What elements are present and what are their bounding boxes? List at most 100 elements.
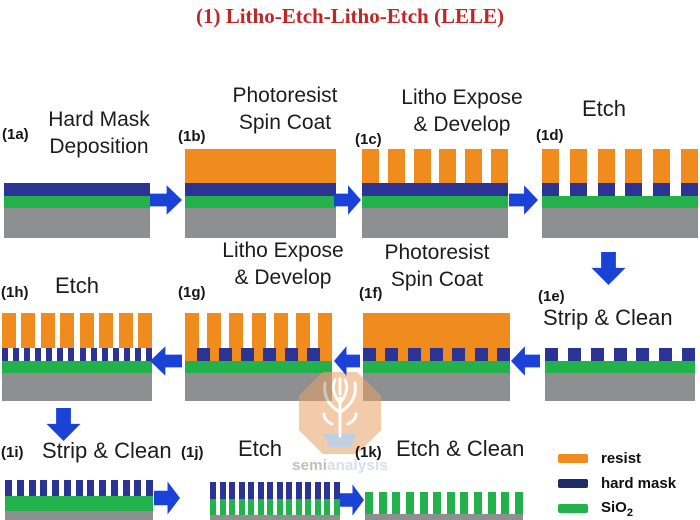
sio2-layer — [4, 196, 150, 208]
watermark-logo-icon — [299, 372, 381, 454]
resist-line — [491, 149, 508, 183]
hard-mask-line — [110, 480, 118, 496]
hard-mask-line — [16, 480, 24, 496]
sio2-pillar — [267, 499, 274, 515]
sio2-pillar — [419, 492, 428, 514]
substrate-layer — [4, 208, 150, 238]
sio2-pillar — [501, 492, 510, 514]
hard-mask-line — [307, 348, 321, 361]
resist-layer — [185, 149, 336, 183]
hard-mask-line — [87, 480, 95, 496]
hard-mask-line — [681, 183, 698, 196]
hard-mask-line — [636, 348, 650, 361]
hard-mask-line — [134, 348, 141, 361]
hard-mask-line — [112, 348, 119, 361]
resist-line — [413, 149, 431, 183]
sio2-layer — [5, 496, 153, 511]
substrate-layer — [5, 511, 153, 520]
diagram-title: (1) Litho-Etch-Litho-Etch (LELE) — [195, 4, 504, 28]
step-tag-1j: (1j) — [181, 444, 204, 461]
resist-line — [597, 149, 615, 183]
hard-mask-line — [567, 348, 581, 361]
substrate-layer — [185, 208, 336, 238]
resist-line — [681, 149, 698, 183]
legend-item-sio2: SiO2 — [558, 496, 676, 520]
hard-mask-layer — [4, 183, 150, 196]
step-tag-1a: (1a) — [2, 126, 29, 143]
step-tag-1c: (1c) — [355, 131, 382, 148]
sio2-pillar — [276, 499, 283, 515]
resist-line — [465, 149, 483, 183]
hard-mask-line — [240, 348, 254, 361]
substrate-layer — [542, 208, 698, 238]
sio2-layer — [362, 196, 508, 208]
panel-1h — [2, 313, 152, 401]
sio2-pillar — [378, 492, 387, 514]
substrate-layer — [363, 373, 510, 401]
step-tag-1h: (1h) — [1, 284, 29, 301]
hard-mask-line — [218, 348, 232, 361]
sio2-swatch — [558, 504, 588, 513]
sio2-pillar — [248, 499, 255, 515]
sio2-pillar — [238, 499, 245, 515]
resist-swatch — [558, 454, 588, 463]
flow-arrow-down-icon — [46, 408, 81, 441]
hard-mask-line — [430, 348, 443, 361]
legend-item-resist: resist — [558, 446, 676, 471]
sio2-pillar — [405, 492, 414, 514]
resist-line — [40, 313, 55, 348]
hard-mask-line — [263, 348, 277, 361]
resist-line — [229, 313, 244, 361]
sio2-pillar — [433, 492, 442, 514]
hard-mask-line — [40, 480, 48, 496]
sio2-pillar — [286, 499, 293, 515]
hard-mask-line — [68, 348, 75, 361]
hard-mask-line — [682, 348, 695, 361]
resist-line — [569, 149, 587, 183]
hard-mask-line — [5, 480, 12, 496]
resist-line — [60, 313, 75, 348]
flow-arrow-left-icon — [150, 346, 182, 376]
step-tag-1d: (1d) — [536, 127, 564, 144]
hard-mask-cap — [257, 482, 264, 499]
hard-mask-line — [542, 183, 559, 196]
resist-line — [207, 313, 222, 361]
flow-arrow-right-icon — [150, 185, 182, 215]
hard-mask-line — [653, 183, 671, 196]
hard-mask-cap — [219, 482, 226, 499]
hard-mask-line — [146, 480, 153, 496]
hard-mask-cap — [286, 482, 293, 499]
hard-mask-cap — [276, 482, 283, 499]
step-label-1j: Etch — [238, 436, 283, 461]
step-label-1h: Etch — [55, 273, 100, 298]
sio2-pillar — [324, 499, 331, 515]
hard-mask-line — [613, 348, 627, 361]
resist-line — [99, 313, 114, 348]
step-tag-1i: (1i) — [1, 444, 24, 461]
hard-mask-line — [2, 348, 8, 361]
hard-mask-cap — [267, 482, 274, 499]
resist-line — [362, 149, 379, 183]
hard-mask-line — [99, 480, 106, 496]
sio2-pillar — [210, 499, 216, 515]
substrate-layer — [362, 208, 508, 238]
substrate-layer — [365, 514, 523, 520]
hard-mask-cap — [248, 482, 255, 499]
hard-mask-cap — [295, 482, 302, 499]
resist-line — [439, 149, 457, 183]
resist-line — [318, 313, 332, 361]
resist-line — [387, 149, 405, 183]
hard-mask-line — [474, 348, 488, 361]
resist-line — [79, 313, 94, 348]
hard-mask-line — [75, 480, 83, 496]
step-tag-1g: (1g) — [178, 284, 206, 301]
hard-mask-cap — [334, 482, 340, 499]
hard-mask-line — [28, 480, 36, 496]
resist-line — [2, 313, 16, 348]
sio2-pillar — [257, 499, 264, 515]
sio2-pillar — [295, 499, 302, 515]
hard-mask-layer — [362, 183, 508, 196]
